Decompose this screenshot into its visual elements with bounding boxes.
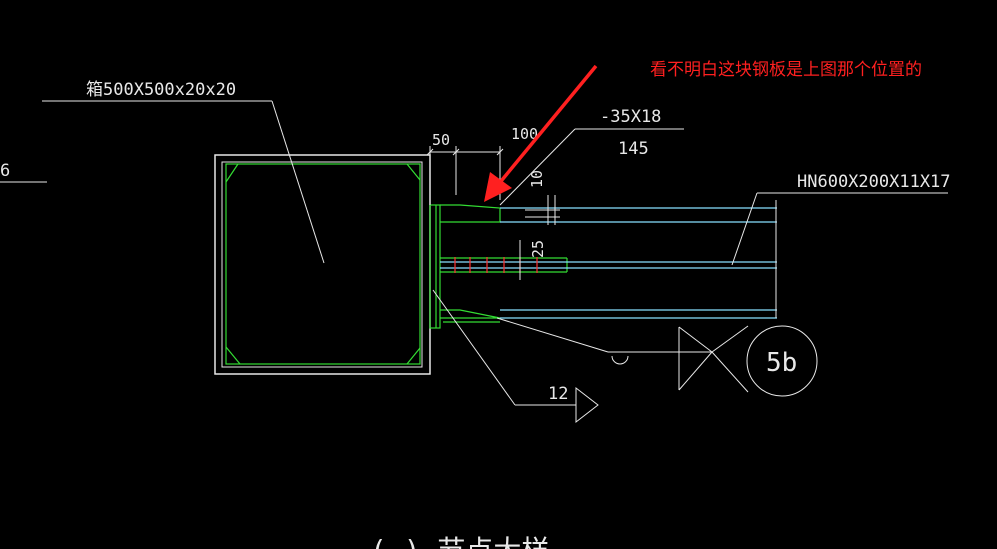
steel-beam — [440, 207, 777, 319]
box-column — [214, 154, 431, 375]
beam-section-leader — [731, 192, 948, 266]
box-section-leader — [42, 100, 325, 264]
beam-section-label: HN600X200X11X17 — [797, 172, 951, 192]
dim-25-label: 25 — [529, 240, 547, 258]
plate-spec-leader — [499, 128, 684, 206]
dimension-lines — [426, 146, 560, 280]
question-note: 看不明白这块钢板是上图那个位置的 — [650, 60, 922, 80]
end-plate — [429, 204, 568, 329]
stiffener-corner-bl — [225, 346, 241, 365]
dim-100-label: 100 — [511, 125, 538, 143]
box-section-label: 箱500X500x20x20 — [86, 80, 236, 100]
weld-symbol — [496, 317, 818, 397]
plate-length-label: 145 — [618, 139, 649, 159]
weld-size-label: 12 — [548, 384, 568, 404]
dim-50-label: 50 — [432, 131, 450, 149]
box-column-liner — [225, 163, 421, 365]
fillet-weld-leader — [432, 289, 599, 424]
stiffener-corner-br — [406, 347, 421, 365]
box-column-outer — [214, 154, 431, 375]
bolt-marks — [454, 257, 538, 273]
stiffener-corner-tr — [406, 163, 421, 181]
question-arrow — [484, 64, 598, 202]
dim-10-label: 10 — [528, 170, 546, 188]
left-partial-label: 6 — [0, 161, 10, 181]
stiffener-corner-tl — [225, 163, 239, 183]
detail-ref-label: 5b — [766, 348, 797, 378]
box-column-inner — [221, 161, 423, 368]
plate-spec-label: -35X18 — [600, 107, 661, 127]
bottom-partial-title: ( ) 节点大样 — [370, 534, 549, 549]
arrow-head-icon — [484, 172, 512, 202]
